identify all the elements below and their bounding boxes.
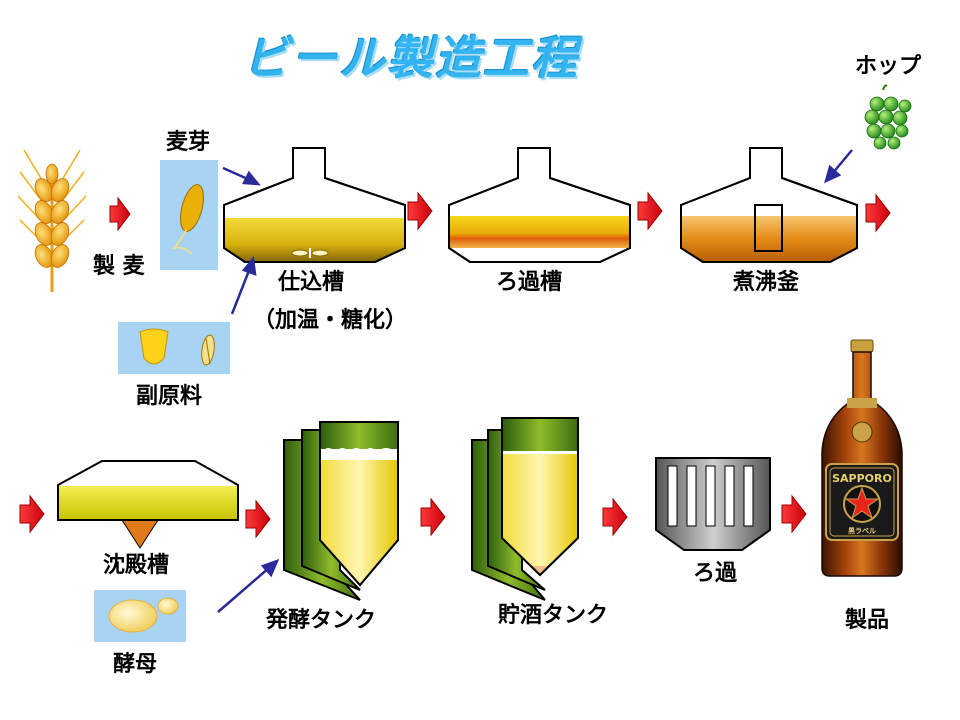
label-filtration: ろ過 bbox=[693, 561, 738, 586]
label-fermentation-tank: 発酵タンク bbox=[266, 608, 377, 633]
label-lauter-tun: ろ過槽 bbox=[496, 270, 563, 295]
label-barley: 製 麦 bbox=[93, 254, 145, 279]
agitator-icon bbox=[291, 248, 329, 258]
lauter-tun-vessel bbox=[448, 147, 631, 263]
adjuncts-icon bbox=[118, 322, 230, 374]
flow-arrow-filter-to-product bbox=[781, 494, 807, 534]
settling-tank-vessel bbox=[57, 460, 239, 549]
label-storage-tank: 貯酒タンク bbox=[498, 603, 609, 628]
label-malt: 麦芽 bbox=[166, 130, 211, 155]
label-adjuncts: 副原料 bbox=[136, 384, 203, 409]
filter-vessel bbox=[655, 457, 771, 551]
label-wort-kettle: 煮沸釜 bbox=[733, 270, 800, 295]
input-arrow-adjuncts bbox=[230, 267, 252, 315]
bottle-brand: SAPPORO bbox=[832, 472, 892, 485]
label-settling-tank: 沈殿槽 bbox=[103, 553, 170, 578]
fermentation-tank-group bbox=[283, 421, 399, 601]
storage-tank-group bbox=[471, 417, 579, 601]
bottle-sub-label: 黒ラベル bbox=[848, 526, 876, 535]
flow-arrows bbox=[19, 191, 891, 539]
label-hops: ホップ bbox=[855, 54, 922, 79]
page-title: ビール製造工程 bbox=[243, 31, 579, 85]
malt-icon bbox=[160, 160, 218, 270]
label-product: 製品 bbox=[845, 608, 890, 633]
flow-arrow-settling-to-fermentation bbox=[245, 499, 271, 539]
flow-arrow-kettle-out bbox=[865, 193, 891, 233]
mash-tun-vessel bbox=[223, 147, 406, 263]
input-arrows bbox=[217, 149, 853, 613]
flow-arrow-mash-to-lauter bbox=[407, 191, 433, 231]
hops-icon bbox=[864, 84, 912, 150]
flow-arrow-fermentation-to-storage bbox=[420, 497, 446, 537]
barley-ear-icon bbox=[17, 149, 87, 292]
flow-arrow-lauter-to-kettle bbox=[637, 191, 663, 231]
flow-arrow-storage-to-filter bbox=[602, 497, 628, 537]
label-yeast: 酵母 bbox=[113, 652, 158, 677]
flow-arrow-barley-to-malt bbox=[109, 196, 131, 232]
label-mash-tun-note: （加温・糖化） bbox=[253, 308, 408, 333]
yeast-icon bbox=[94, 590, 186, 642]
wort-kettle-vessel bbox=[680, 147, 858, 263]
beer-bottle-icon: SAPPORO 黒ラベル bbox=[821, 339, 903, 577]
input-arrow-hops bbox=[831, 149, 853, 175]
input-arrow-yeast bbox=[217, 566, 271, 613]
label-mash-tun: 仕込槽 bbox=[278, 270, 345, 295]
flow-arrow-into-settling bbox=[19, 494, 45, 534]
